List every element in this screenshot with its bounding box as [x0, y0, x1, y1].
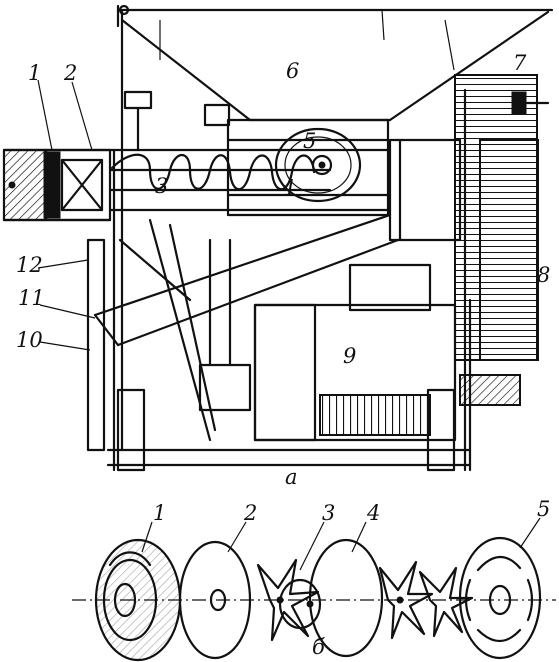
figure-b-leaders	[141, 517, 541, 571]
drive-pulley	[388, 74, 550, 361]
label-a-7: 7	[513, 51, 527, 75]
label-b-2: 2	[243, 501, 257, 525]
perforated-plate	[178, 540, 252, 660]
top-fittings	[123, 90, 231, 152]
output-head	[2, 148, 112, 222]
end-ring	[458, 536, 542, 660]
star-knife-2	[378, 560, 474, 640]
label-a-4: 4	[281, 176, 295, 200]
label-a-1: 1	[28, 61, 41, 85]
label-b-4: 4	[366, 501, 380, 525]
figure-a-labels: 1 2 3 4 5 6 7 8 9 10 11 12 а	[16, 51, 550, 489]
knife-disc	[274, 127, 362, 203]
label-b-1: 1	[153, 501, 166, 525]
label-a-11: 11	[18, 286, 45, 310]
figure-b-caption: б	[312, 635, 325, 659]
label-a-6: 6	[286, 59, 299, 83]
knife-disc-wide	[278, 538, 384, 658]
drive-belt	[93, 213, 400, 347]
label-b-3: 3	[322, 501, 335, 525]
label-a-2: 2	[63, 61, 77, 85]
label-a-8: 8	[537, 263, 550, 287]
figure-a-caption: а	[285, 465, 298, 489]
label-leaders	[37, 79, 96, 351]
cutting-set-exploded-view: 1 2 3 4 5 б	[72, 497, 556, 662]
figure-b-labels: 1 2 3 4 5 б	[153, 497, 550, 659]
lever-rods	[86, 218, 456, 472]
label-b-5: 5	[537, 497, 550, 521]
mincer-section-view: 1 2 3 4 5 6 7 8 9 10 11 12 а	[2, 4, 554, 489]
worm-auger	[108, 148, 392, 212]
grate-ring	[94, 538, 182, 662]
label-a-10: 10	[16, 328, 43, 352]
motor	[253, 263, 521, 442]
label-a-5: 5	[303, 129, 316, 153]
feed-chamber	[226, 118, 390, 217]
label-a-9: 9	[343, 344, 356, 368]
label-a-3: 3	[155, 174, 168, 198]
label-a-12: 12	[16, 253, 43, 277]
